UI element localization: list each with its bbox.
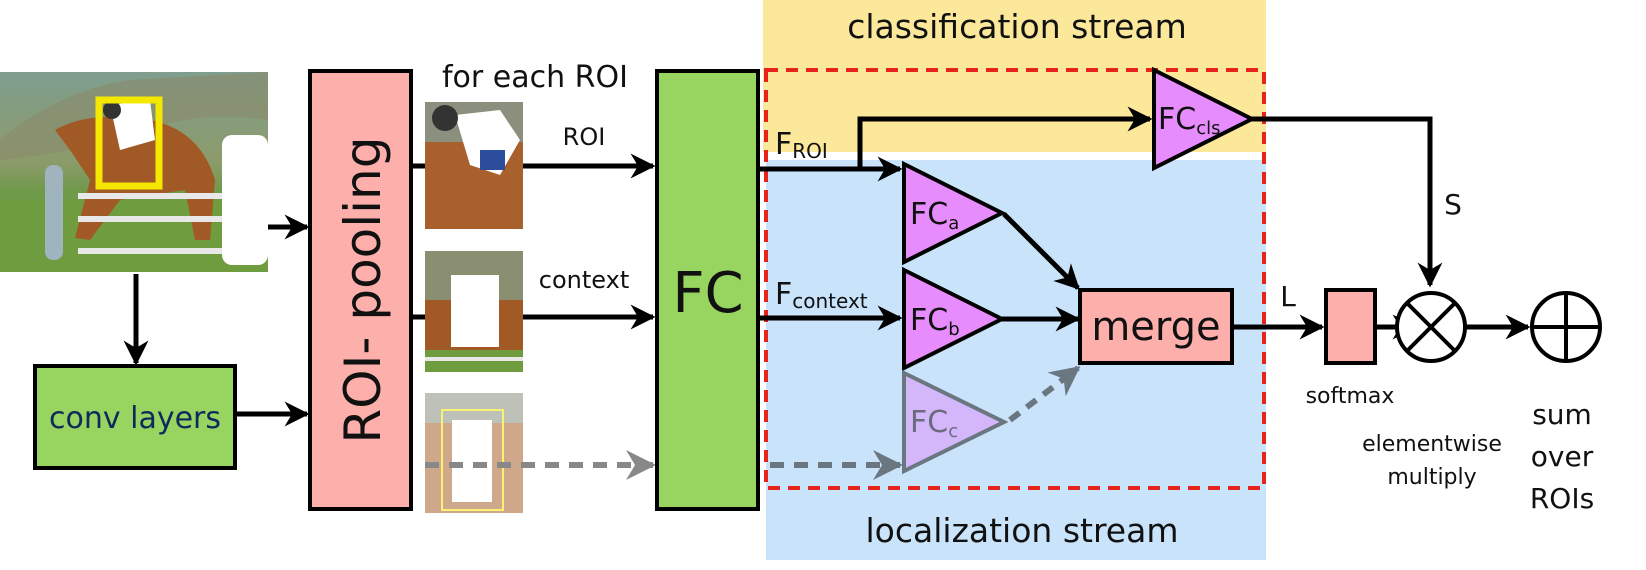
roi-arrow-label: ROI (563, 123, 606, 151)
input-image (0, 72, 268, 272)
roi-thumbnail (425, 102, 523, 229)
fc-cls-label: FCcls (1158, 102, 1220, 139)
elementwise-label-line2: multiply (1387, 465, 1476, 490)
context-arrow-label: context (539, 266, 629, 294)
softmax-block (1324, 288, 1377, 365)
localization-stream-label: localization stream (866, 511, 1179, 550)
froi-label: FROI (775, 127, 828, 163)
fc-c-to-merge-arrow (1008, 365, 1081, 423)
fcontext-label: Fcontext (775, 277, 868, 313)
fc-cls-triangle (1152, 66, 1257, 172)
s-label: S (1444, 188, 1462, 221)
sum-icon (1530, 291, 1602, 363)
sum-label-line2: over (1531, 440, 1594, 473)
elementwise-label-line1: elementwise (1362, 432, 1502, 457)
conv-layers-label: conv layers (49, 401, 221, 436)
for-each-roi-label: for each ROI (442, 60, 628, 95)
stream-dashed-boundary (764, 68, 1266, 490)
fc-c-triangle (902, 369, 1009, 475)
merge-label: merge (1091, 304, 1220, 350)
fc-a-to-merge-arrow (1002, 212, 1080, 290)
fccls-to-multiply-line (1252, 116, 1443, 288)
fc-block (655, 69, 760, 511)
context-thumbnail (425, 251, 523, 372)
fc-a-label: FCa (910, 197, 959, 234)
merge-block (1078, 288, 1234, 365)
l-label: L (1280, 280, 1296, 313)
classification-stream-label: classification stream (847, 7, 1187, 46)
froi-to-fccls-line (857, 106, 1153, 169)
sum-label-line1: sum (1532, 398, 1592, 431)
sum-label-line3: ROIs (1530, 482, 1594, 515)
fc-a-triangle (902, 160, 1007, 266)
roi-bounding-box (95, 96, 163, 190)
masked-region (452, 420, 492, 502)
roi-pooling-label: ROI- pooling (334, 137, 392, 444)
fc-c-label: FCc (910, 405, 958, 442)
fc-label: FC (672, 261, 743, 326)
fc-b-triangle (902, 266, 1007, 372)
elementwise-multiply-icon (1395, 291, 1467, 363)
fc-b-label: FCb (910, 303, 960, 340)
conv-layers-block (33, 364, 237, 470)
roi-pooling-block (308, 69, 413, 511)
softmax-label: softmax (1306, 384, 1395, 409)
